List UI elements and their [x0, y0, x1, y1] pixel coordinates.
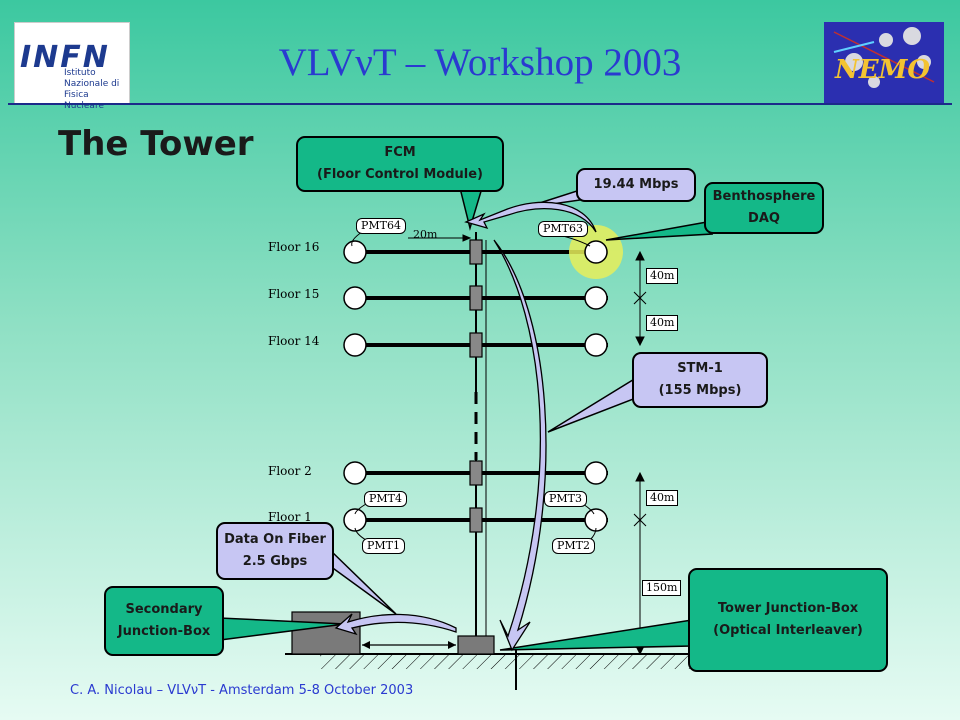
stm1-line1: STM-1: [677, 361, 723, 376]
pmt2-label: PMT2: [552, 538, 595, 554]
footer-text: C. A. Nicolau – VLVνT - Amsterdam 5-8 Oc…: [70, 683, 414, 698]
slide-title: The Tower: [58, 124, 254, 164]
spacing-b-label: 40m: [646, 315, 679, 331]
pmt-spheres: [343, 240, 608, 532]
nemo-logo-text: NEMO: [835, 55, 931, 85]
pmt4-label: PMT4: [364, 491, 407, 507]
rate-19-label: 19.44 Mbps: [593, 177, 679, 192]
pmt1-label: PMT1: [362, 538, 405, 554]
benthosphere-callout: Benthosphere DAQ: [704, 182, 824, 234]
dimension-lines: [408, 234, 647, 656]
floor-14-label: Floor 14: [268, 334, 320, 348]
secondary-jb-line2: Junction-Box: [117, 624, 211, 639]
infn-logo-text: INFN: [20, 40, 110, 75]
floor-16-label: Floor 16: [268, 240, 320, 254]
secondary-jb-line1: Secondary: [125, 602, 203, 617]
tower-junction-box: [457, 635, 495, 655]
data-flow-arrows: [334, 201, 597, 652]
fcm-callout-line2: (Floor Control Module): [317, 167, 483, 182]
floor-1-label: Floor 1: [268, 510, 312, 524]
base-height-label: 150m: [642, 580, 682, 596]
nemo-logo-graphic: [833, 27, 935, 88]
benthosphere-line2: DAQ: [748, 211, 780, 226]
fiber-callout: Data On Fiber 2.5 Gbps: [216, 522, 334, 580]
fcm-callout: FCM (Floor Control Module): [296, 136, 504, 192]
tower-jb-line2: (Optical Interleaver): [713, 623, 863, 638]
fcm-callout-line1: FCM: [384, 145, 416, 160]
nemo-logo: [824, 22, 944, 104]
spacing-c-label: 40m: [646, 490, 679, 506]
fcm-modules: [469, 239, 483, 533]
floor-2-label: Floor 2: [268, 464, 312, 478]
tower-jb-callout: Tower Junction-Box (Optical Interleaver): [688, 568, 888, 672]
secondary-jb-callout: Secondary Junction-Box: [104, 586, 224, 656]
tower-jb-line1: Tower Junction-Box: [717, 601, 859, 616]
benthosphere-line1: Benthosphere: [712, 189, 816, 204]
spacing-a-label: 40m: [646, 268, 679, 284]
infn-logo: [14, 22, 130, 104]
fiber-line2: 2.5 Gbps: [242, 554, 308, 569]
rate-19-callout: 19.44 Mbps: [576, 168, 696, 202]
page-title: VLVνT – Workshop 2003: [278, 41, 682, 84]
stm1-callout: STM-1 (155 Mbps): [632, 352, 768, 408]
pmt64-label: PMT64: [356, 218, 406, 234]
pmt3-label: PMT3: [544, 491, 587, 507]
header-divider: [8, 103, 952, 105]
fiber-line1: Data On Fiber: [224, 532, 326, 547]
tower-backbone: [474, 232, 517, 690]
arm-length-label: 20m: [413, 228, 438, 241]
infn-logo-subtitle: Istituto Nazionale di Fisica Nucleare: [64, 68, 120, 111]
pmt63-label: PMT63: [538, 221, 588, 237]
stm1-line2: (155 Mbps): [658, 383, 742, 398]
floor-15-label: Floor 15: [268, 287, 320, 301]
